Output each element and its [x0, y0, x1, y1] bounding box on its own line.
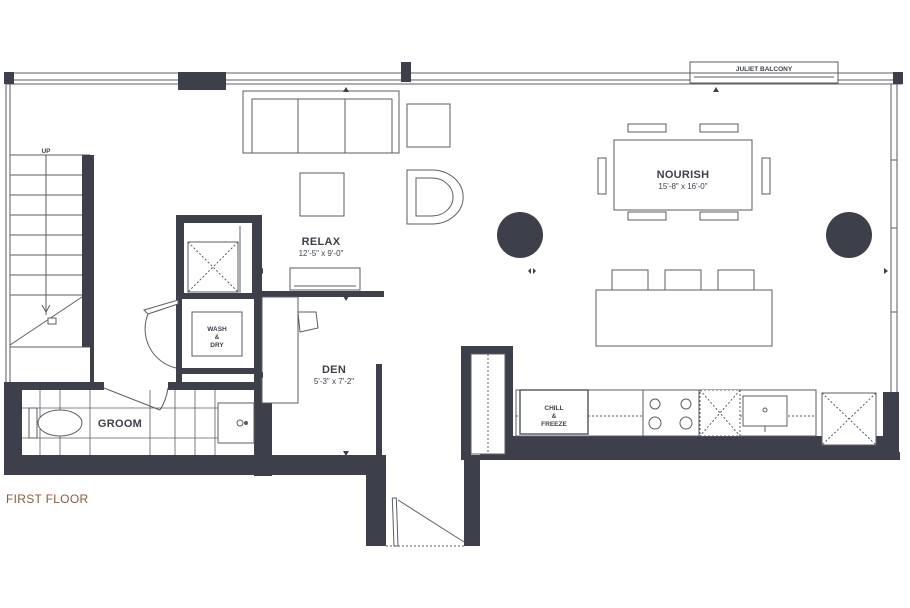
stairs[interactable]: UP	[9, 148, 94, 383]
column-right	[826, 212, 872, 258]
vanity	[217, 402, 255, 444]
groom-wall-top-r	[168, 382, 268, 390]
chill-label: CHILL	[544, 405, 563, 412]
wash-label: WASH	[207, 326, 227, 333]
groom-wall-top	[4, 382, 104, 390]
wall-top-pier	[178, 72, 226, 90]
den-name: DEN	[322, 364, 346, 376]
groom-floor-tiles	[22, 390, 254, 455]
closet-wall-left	[176, 215, 184, 299]
ottoman	[299, 172, 345, 217]
groom-door[interactable]	[103, 387, 169, 411]
den-wall-right	[376, 364, 382, 456]
laundry-wall-left	[176, 299, 182, 384]
balcony-label: JULIET BALCONY	[736, 66, 793, 73]
wall-top-mid	[401, 62, 411, 82]
juliet-balcony: JULIET BALCONY	[689, 61, 839, 84]
laundry-wall-top	[176, 293, 260, 299]
column-left	[497, 212, 543, 258]
toilet	[28, 407, 83, 439]
washer-dryer: WASH & DRY	[191, 311, 243, 357]
den-desk	[261, 296, 319, 404]
relax-name: RELAX	[302, 236, 341, 248]
kitchen-base	[513, 436, 885, 454]
wall-top-right	[893, 72, 903, 84]
cooktop	[642, 389, 700, 437]
kitchen-wall-top	[461, 346, 513, 354]
closet-wall-top	[176, 215, 260, 223]
wall-entry-right	[464, 455, 480, 546]
fridge: CHILL & FREEZE	[519, 389, 589, 435]
armchair	[406, 169, 464, 225]
relax-dims: 12'-5" x 9'-0"	[299, 249, 344, 258]
laundry-wall-bottom	[176, 368, 262, 374]
relax-media-console	[289, 267, 361, 291]
kitchen-wall-left	[461, 346, 471, 460]
freeze-label: FREEZE	[541, 421, 567, 428]
wall-bottom-right	[480, 452, 900, 460]
chill-amp: &	[552, 413, 557, 420]
marker-arrows	[259, 87, 888, 456]
groom-name: GROOM	[98, 418, 142, 430]
kitchen-wall-right	[505, 346, 513, 454]
groom-wall-right	[254, 382, 272, 476]
closet-wall-right	[252, 215, 262, 299]
dry-label: DRY	[210, 342, 224, 349]
den-dims: 5'-3" x 7'-2"	[314, 377, 354, 386]
sofa	[242, 90, 400, 154]
den-wall-top	[262, 291, 384, 297]
side-table	[406, 103, 451, 148]
laundry-door[interactable]	[143, 299, 179, 369]
floor-title: FIRST FLOOR	[6, 492, 89, 506]
sink	[742, 395, 788, 432]
wall-left-lower	[4, 383, 22, 475]
dishwasher	[699, 389, 741, 437]
kitchen-island	[595, 269, 773, 347]
wash-amp: &	[215, 334, 220, 341]
entry-door[interactable]	[386, 497, 465, 547]
left-window-wall	[5, 84, 11, 390]
laundry-wall-right	[254, 293, 262, 383]
wall-bottom-left	[4, 455, 386, 475]
storage-closet	[187, 226, 241, 294]
pantry	[470, 353, 506, 455]
kitchen-closet	[821, 392, 877, 446]
wall-right-lower	[883, 392, 899, 460]
wall-entry-left	[366, 455, 386, 546]
nourish-name: NOURISH	[657, 169, 710, 181]
nourish-dims: 15'-8" x 16'-0"	[658, 182, 707, 191]
right-window-wall	[890, 84, 898, 392]
dining-set	[597, 123, 771, 221]
stair-label: UP	[41, 148, 51, 155]
wall-top-left	[4, 72, 14, 84]
